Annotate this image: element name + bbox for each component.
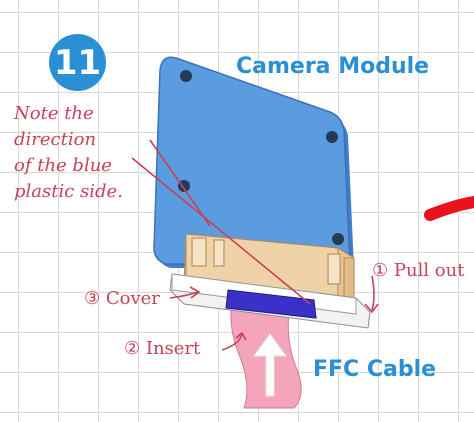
blue-plastic-stiffener [225,289,317,319]
ffc-cable [230,299,302,409]
mounting-hole [178,180,190,192]
note-leader-line [131,157,311,305]
cover-label: ③ Cover [84,288,160,309]
note-line: direction [14,129,97,150]
pull-out-label: ① Pull out [372,260,465,281]
note-line: of the blue [14,155,112,176]
camera-pointer-line [149,139,211,227]
mounting-hole [180,70,192,82]
camera-module-board [153,56,354,269]
red-stroke-decoration [424,196,474,221]
insert-label: ② Insert [124,338,201,359]
cover-arrow [169,291,199,299]
note-text: Note the direction of the blue plastic s… [14,101,144,205]
mounting-hole [332,233,344,245]
annotation-leaders [131,139,379,351]
insert-arrow [221,333,243,351]
ffc-connector [169,233,371,329]
note-line: plastic side. [14,181,123,202]
camera-module-label: Camera Module [236,54,430,79]
step-number-badge: 11 [49,34,106,91]
ffc-cable-label: FFC Cable [313,357,437,382]
insert-direction-arrow [253,333,287,397]
pull-out-arrow [371,275,375,311]
note-line: Note the [14,103,94,124]
mounting-hole [326,131,338,143]
